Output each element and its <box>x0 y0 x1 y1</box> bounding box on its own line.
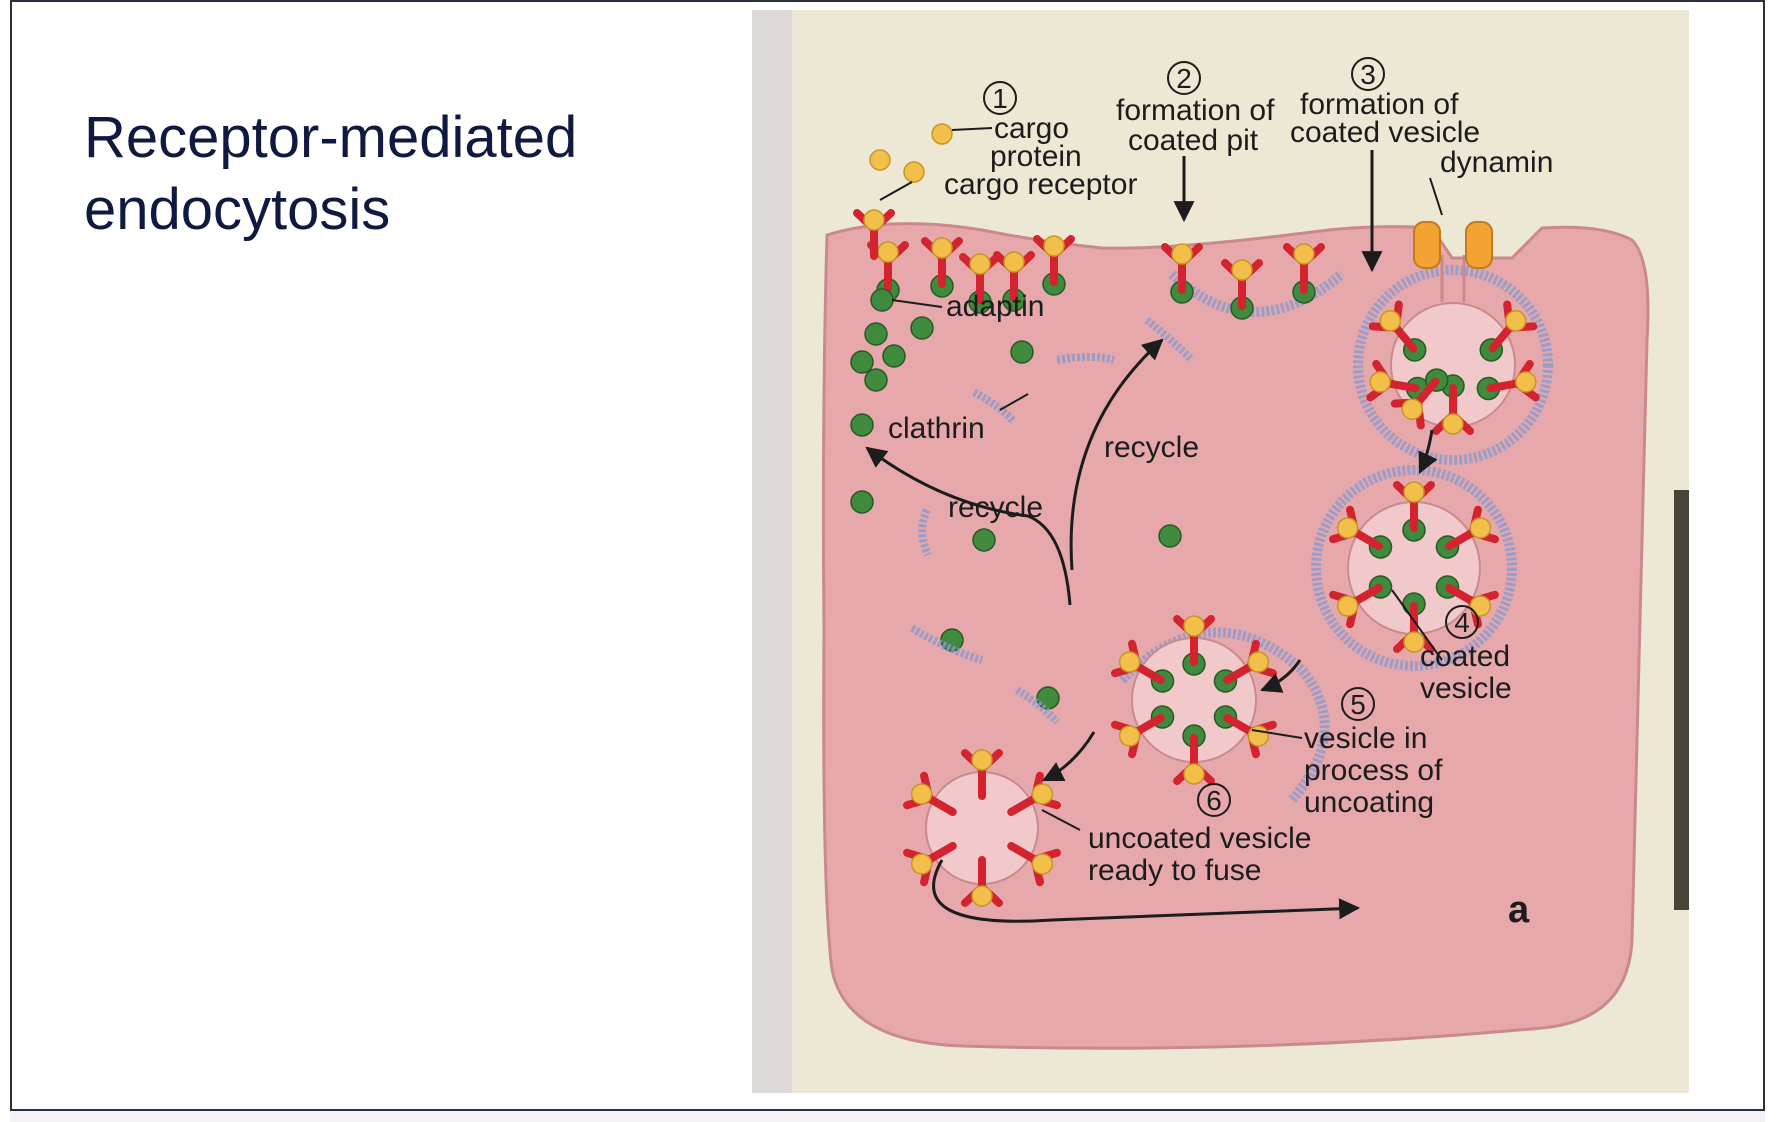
label-process-of: process of <box>1304 754 1443 787</box>
label-protein: protein <box>990 140 1082 173</box>
bottom-strip <box>10 1111 1765 1122</box>
label-dynamin: dynamin <box>1440 146 1553 179</box>
label-ready-to-fuse: ready to fuse <box>1088 854 1261 887</box>
title-line-2: endocytosis <box>84 177 391 242</box>
uncoated-vesicle <box>904 750 1059 906</box>
panel-letter: a <box>1508 889 1530 931</box>
label-cargo: cargo <box>994 112 1069 145</box>
label-coated: coated <box>1420 640 1510 673</box>
label-uncoated-vesicle: uncoated vesicle <box>1088 822 1311 855</box>
free-cargo-proteins <box>869 123 953 183</box>
slide-title: Receptor-mediated endocytosis <box>84 102 684 246</box>
free-adaptins <box>850 288 1182 710</box>
dynamin <box>1413 221 1493 269</box>
label-uncoating: uncoating <box>1304 786 1434 819</box>
label-coated-pit: coated pit <box>1128 124 1259 157</box>
step-number-5: 5 <box>1350 689 1366 720</box>
label-vesicle: vesicle <box>1420 672 1512 705</box>
label-recycle-lower: recycle <box>948 491 1043 524</box>
endocytosis-diagram: 1 2 3 4 5 6 cargo protein cargo receptor… <box>752 10 1689 1093</box>
pathway-arrows <box>865 150 1438 923</box>
title-line-1: Receptor-mediated <box>84 105 578 170</box>
step-number-markers <box>983 57 1479 817</box>
label-formation-of-pit: formation of <box>1116 94 1275 127</box>
step-number-2: 2 <box>1176 63 1192 94</box>
coated-vesicle <box>1311 465 1517 671</box>
leader-lines <box>879 127 1443 831</box>
free-clathrin <box>909 316 1195 725</box>
label-clathrin: clathrin <box>888 412 985 445</box>
label-recycle-upper: recycle <box>1104 431 1199 464</box>
page-edge <box>1674 490 1689 910</box>
label-cargo-receptor: cargo receptor <box>944 168 1137 201</box>
label-formation-of-vesicle: formation of <box>1300 88 1459 121</box>
page-shadow <box>752 10 792 1093</box>
step-number-1: 1 <box>992 83 1008 114</box>
step-number-4: 4 <box>1454 607 1470 638</box>
label-coated-vesicle-step3: coated vesicle <box>1290 116 1480 149</box>
diagram-svg: 1 2 3 4 5 6 cargo protein cargo receptor… <box>752 10 1689 1093</box>
label-vesicle-in: vesicle in <box>1304 722 1427 755</box>
step-number-3: 3 <box>1360 59 1376 90</box>
forming-vesicle <box>1353 255 1553 465</box>
label-adaptin: adaptin <box>946 290 1044 323</box>
step-number-6: 6 <box>1206 785 1222 816</box>
